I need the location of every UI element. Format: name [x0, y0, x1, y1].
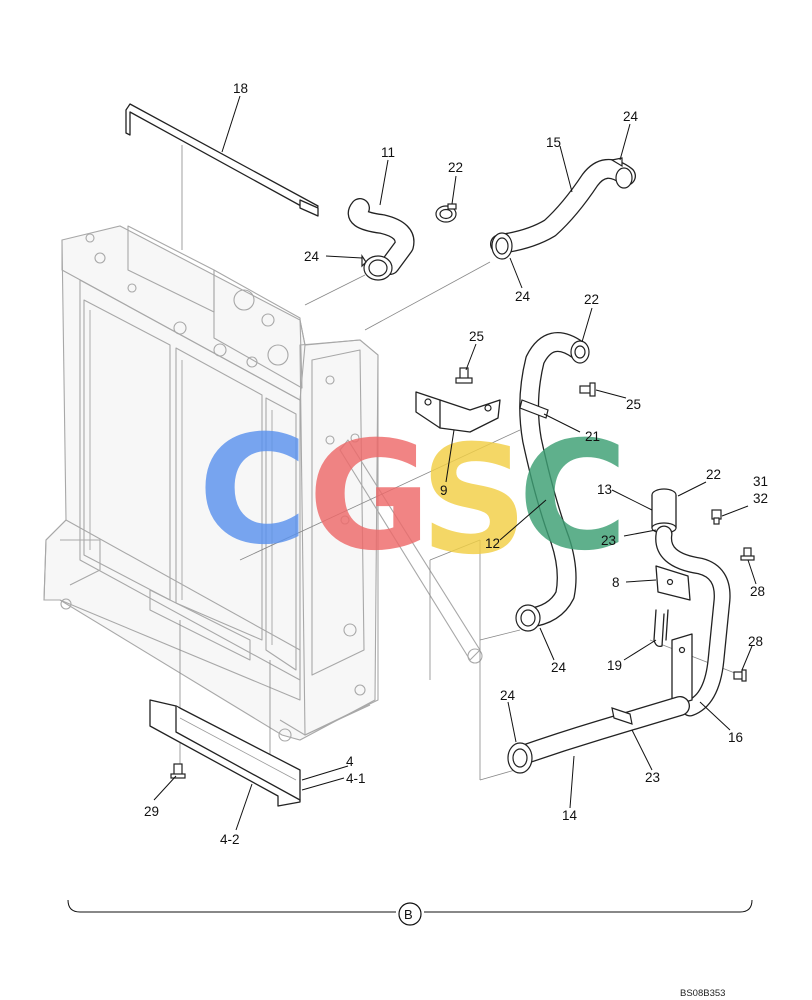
u-bolt-part-19	[653, 609, 669, 648]
bracket-part-9	[415, 391, 501, 433]
callout-25-left: 25	[469, 329, 484, 344]
callout-4: 4	[346, 754, 354, 769]
filler-neck-part-13	[651, 488, 731, 717]
view-marker-circle	[398, 902, 422, 926]
callout-12: 12	[485, 536, 500, 551]
watermark-letter-g: G	[308, 410, 431, 584]
assembly-guide-lines	[179, 145, 741, 781]
callout-22-upper: 22	[448, 160, 463, 175]
hose-clamp-part-22-upper	[435, 203, 457, 223]
lower-hose-part-12	[515, 332, 590, 632]
callout-15: 15	[546, 135, 561, 150]
callout-22-neck: 22	[706, 467, 721, 482]
callout-24-hose12: 24	[551, 660, 567, 675]
upper-hose-part-11	[347, 198, 415, 281]
bracket-part-8	[655, 565, 691, 601]
callout-24-hose11: 24	[304, 249, 320, 264]
callout-14: 14	[562, 808, 578, 823]
bolt-part-29	[170, 763, 186, 779]
watermark: C G S C	[198, 404, 628, 588]
callout-labels: 18 11 22 15 24 24 24 25 22 25 21 9 13 22…	[144, 81, 768, 847]
callout-22-mid: 22	[584, 292, 599, 307]
bolt-part-28	[740, 547, 755, 561]
callout-21: 21	[585, 429, 600, 444]
watermark-letter-c1: C	[198, 404, 308, 578]
callout-8: 8	[612, 575, 620, 590]
watermark-letter-c2: C	[518, 410, 628, 584]
callout-11: 11	[381, 145, 395, 160]
watermark-letter-s: S	[420, 414, 528, 588]
callout-4-1: 4-1	[346, 771, 366, 786]
callout-24-top: 24	[623, 109, 639, 124]
bolt-part-25-b	[579, 382, 596, 397]
callout-23-upper: 23	[601, 533, 616, 548]
callout-9: 9	[440, 483, 448, 498]
radiator-assembly	[43, 225, 483, 742]
callout-13: 13	[597, 482, 612, 497]
callout-31: 31	[753, 474, 768, 489]
view-brace: B	[67, 899, 753, 926]
support-rod-part-18	[125, 103, 319, 217]
callout-28-lower: 28	[748, 634, 763, 649]
callout-23-lower: 23	[645, 770, 660, 785]
callout-29: 29	[144, 804, 159, 819]
callout-24-hose14: 24	[500, 688, 516, 703]
callout-18: 18	[233, 81, 248, 96]
lower-hose-part-14	[507, 696, 690, 774]
bracket-plate-part-16	[671, 633, 693, 707]
callout-16: 16	[728, 730, 743, 745]
upper-hose-part-15	[490, 157, 636, 260]
callout-32: 32	[753, 491, 768, 506]
callout-24-hose15: 24	[515, 289, 531, 304]
bolt-part-25	[455, 367, 473, 384]
bolt-part-28-b	[733, 669, 747, 682]
view-marker-label: B	[404, 907, 413, 922]
leader-lines	[153, 95, 757, 831]
callout-28-upper: 28	[750, 584, 765, 599]
callout-4-2: 4-2	[220, 832, 240, 847]
shroud-part-4	[149, 699, 301, 807]
clip-part-31-32	[711, 509, 722, 525]
callout-19: 19	[607, 658, 622, 673]
drawing-number: BS08B353	[680, 988, 725, 999]
callout-25-right: 25	[626, 397, 641, 412]
